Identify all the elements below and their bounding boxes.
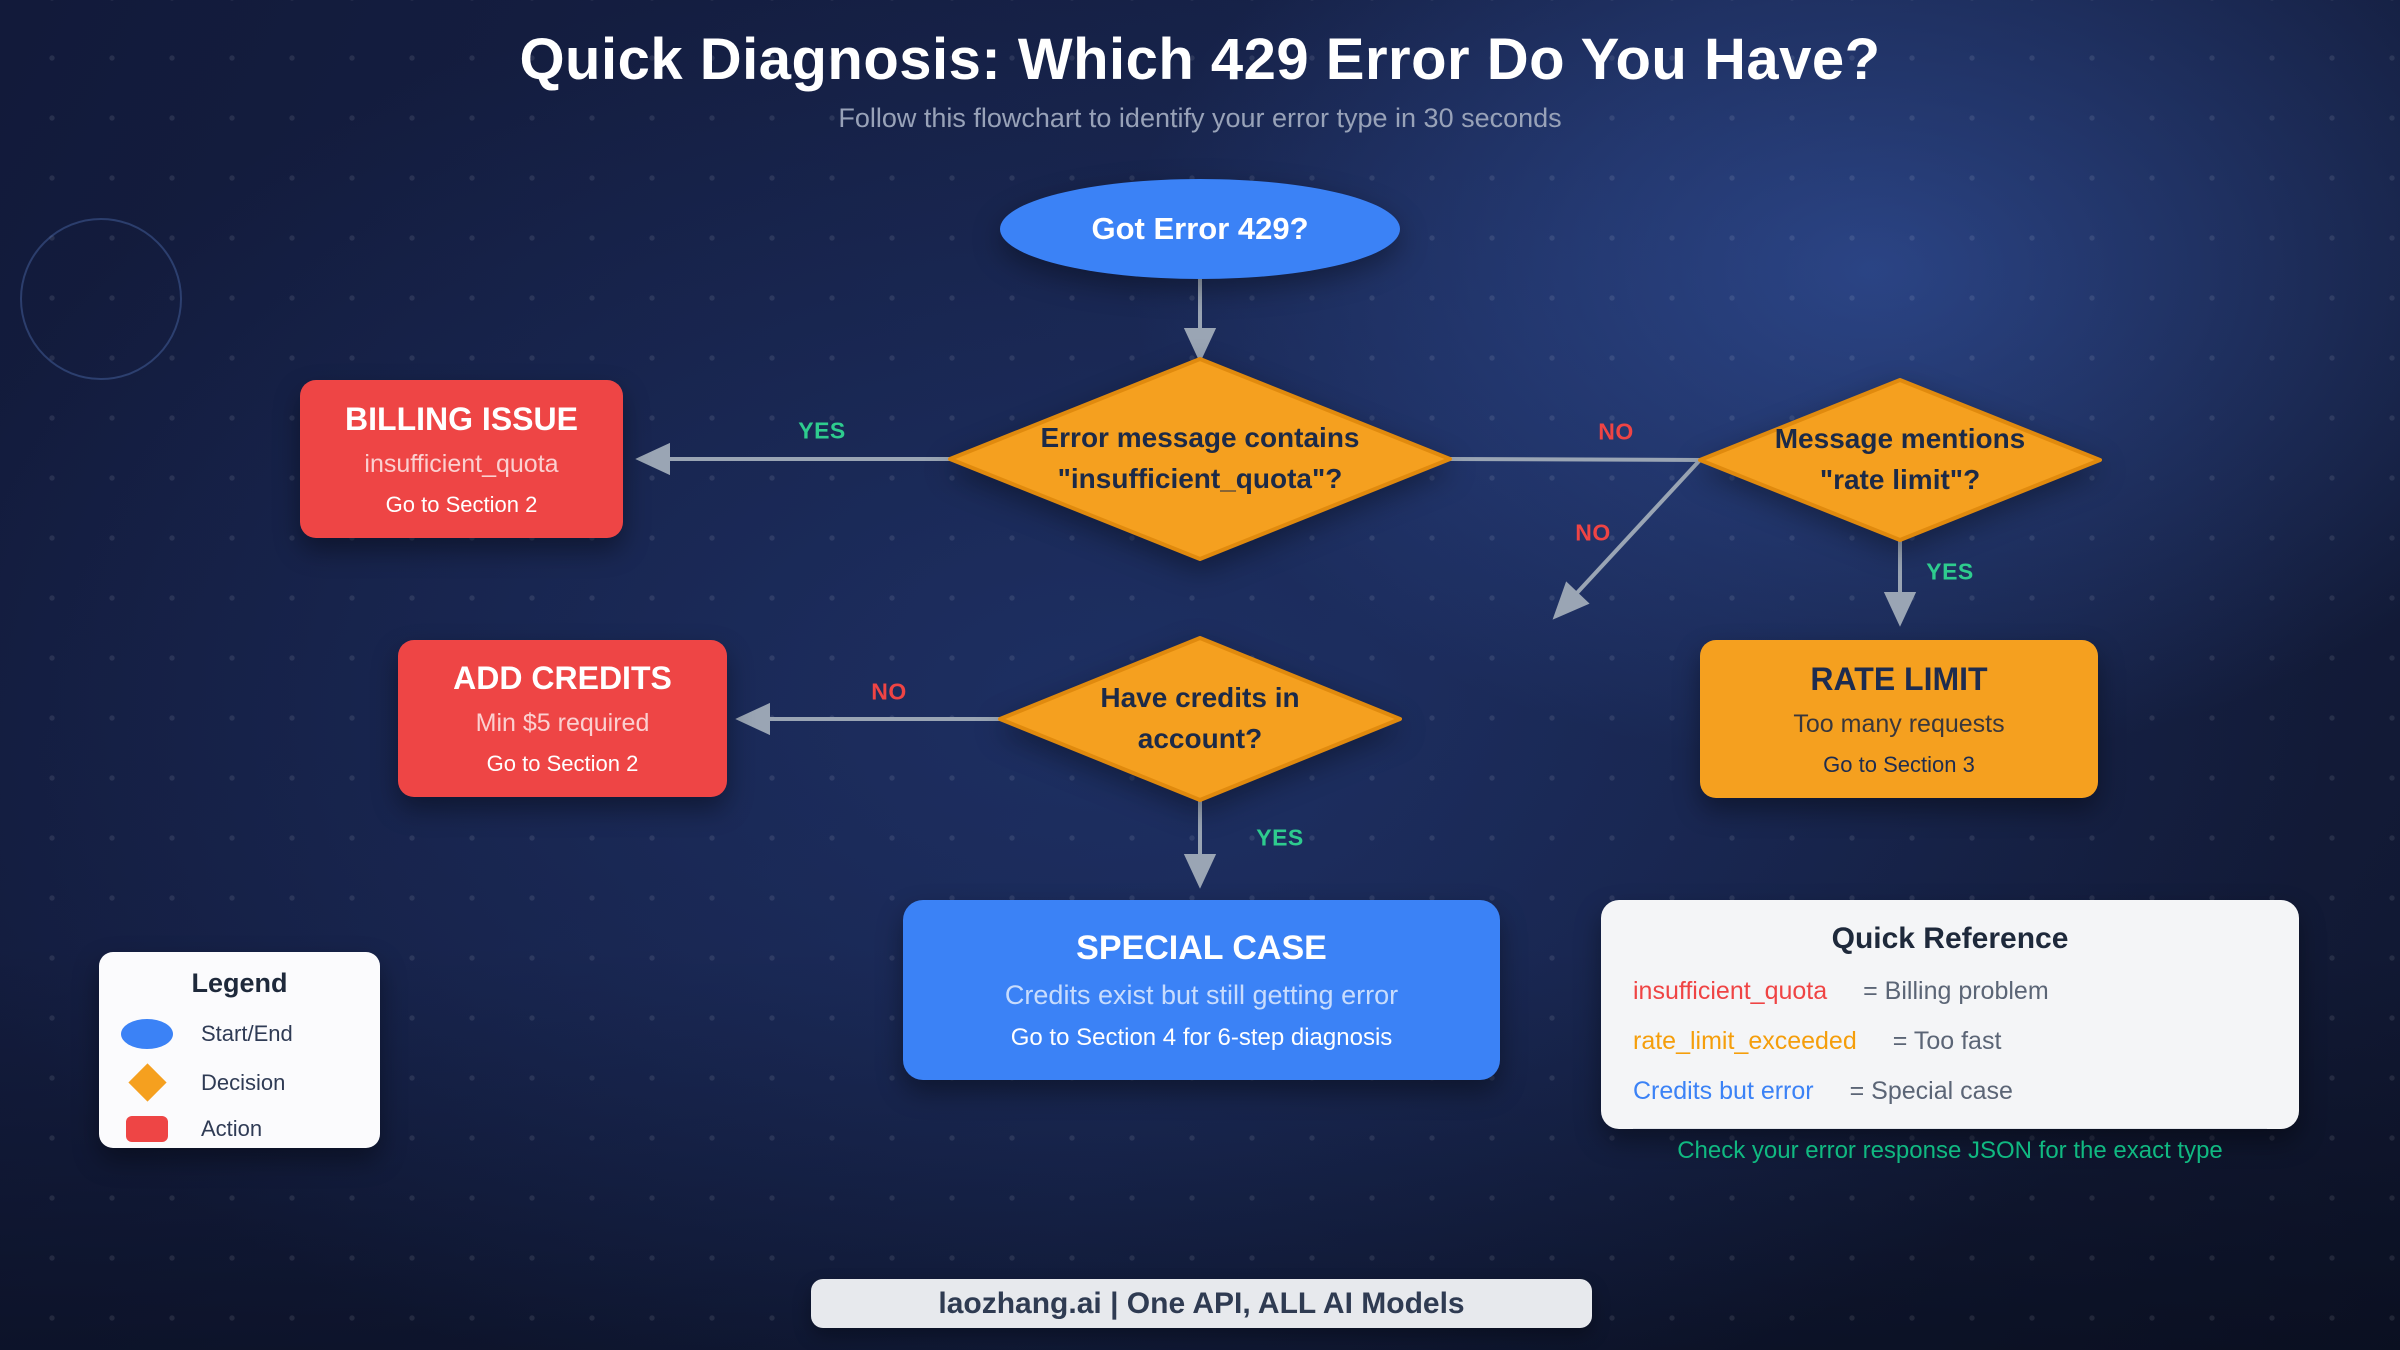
arrowhead-diagonal-icon: [1552, 581, 1590, 620]
legend-item-action: Action: [121, 1116, 358, 1142]
quick-reference-row: insufficient_quota = Billing problem: [1633, 977, 2267, 1006]
quick-reference-note: Check your error response JSON for the e…: [1677, 1137, 2223, 1164]
legend-label: Start/End: [201, 1021, 293, 1046]
rate-limit-subtitle: Too many requests: [1793, 709, 2005, 738]
start-end-ellipse-icon: [121, 1019, 173, 1049]
arrowhead-down-icon: [1183, 328, 1217, 363]
special-case-box: SPECIAL CASE Credits exist but still get…: [903, 900, 1500, 1080]
legend-item-decision: Decision: [121, 1063, 358, 1102]
edge-label-yes-ratelimit: YES: [1926, 558, 1974, 585]
arrowhead-down-icon: [1883, 592, 1917, 627]
page-subtitle: Follow this flowchart to identify your e…: [838, 103, 1562, 133]
error-type-term: rate_limit_exceeded: [1633, 1027, 1857, 1055]
legend-label: Action: [201, 1116, 263, 1141]
legend-item-start-end: Start/End: [121, 1019, 358, 1049]
billing-issue-title: BILLING ISSUE: [345, 400, 578, 437]
edge-label-yes-billing: YES: [798, 417, 846, 444]
arrowhead-left-icon: [635, 442, 670, 476]
rate-limit-action: Go to Section 3: [1823, 751, 1975, 777]
quota-decision-label: Error message contains "insufficient_quo…: [950, 359, 1450, 559]
billing-issue-action: Go to Section 2: [385, 491, 538, 517]
quota-decision-diamond: [948, 357, 1452, 561]
start-node-label-wrap: Got Error 429?: [1000, 179, 1400, 279]
add-credits-title: ADD CREDITS: [453, 660, 672, 696]
arrowhead-left-icon: [735, 702, 770, 736]
decision-diamond-icon: [127, 1063, 167, 1102]
ratelimit-decision-line2: "rate limit"?: [1819, 464, 1981, 495]
quick-reference-title: Quick Reference: [1831, 922, 2069, 955]
footer-brand-text: laozhang.ai | One API, ALL AI Models: [938, 1286, 1465, 1320]
divider: [1633, 1128, 2267, 1129]
start-ellipse: [1000, 179, 1400, 279]
action-rect-icon: [126, 1116, 168, 1142]
error-type-definition: = Billing problem: [1863, 977, 2049, 1005]
special-case-action: Go to Section 4 for 6-step diagnosis: [1010, 1023, 1393, 1051]
rate-limit-title: RATE LIMIT: [1810, 660, 1988, 697]
special-case-subtitle: Credits exist but still getting error: [1004, 979, 1399, 1010]
add-credits-subtitle: Min $5 required: [475, 709, 650, 737]
credits-decision-label: Have credits in account?: [1000, 638, 1400, 800]
arrowhead-down-icon: [1183, 854, 1217, 889]
quick-reference-row: rate_limit_exceeded = Too fast: [1633, 1027, 2267, 1056]
credits-decision-diamond: [998, 636, 1402, 802]
add-credits-box: ADD CREDITS Min $5 required Go to Sectio…: [398, 640, 727, 797]
billing-issue-subtitle: insufficient_quota: [364, 449, 559, 478]
page-title: Quick Diagnosis: Which 429 Error Do You …: [519, 27, 1881, 92]
edge-label-no-addcredits: NO: [871, 678, 907, 705]
quick-reference-row: Credits but error = Special case: [1633, 1077, 2267, 1106]
legend-panel: Legend Start/End Decision Action: [99, 952, 380, 1148]
ratelimit-decision-label: Message mentions "rate limit"?: [1700, 380, 2100, 540]
decorative-circle: [20, 218, 182, 380]
quick-reference-panel: Quick Reference insufficient_quota = Bil…: [1601, 900, 2299, 1164]
credits-decision-line1: Have credits in: [1100, 682, 1300, 714]
edge-quota-to-ratelimit-decision: [1449, 457, 1703, 462]
legend-label: Decision: [201, 1069, 286, 1095]
billing-issue-box: BILLING ISSUE insufficient_quota Go to S…: [300, 380, 623, 538]
quota-decision-line1: Error message contains: [1040, 422, 1360, 454]
edge-label-no-ratelimit-decision: NO: [1598, 418, 1634, 445]
edge-label-no-credits-decision: NO: [1575, 519, 1611, 546]
credits-decision-line2: account?: [1137, 723, 1263, 754]
error-type-term: Credits but error: [1633, 1077, 1814, 1105]
error-type-definition: = Special case: [1849, 1077, 2013, 1105]
edge-ratelimit-to-credits-decision: [1574, 458, 1702, 596]
edge-label-yes-special: YES: [1256, 824, 1304, 851]
error-type-term: insufficient_quota: [1633, 977, 1828, 1005]
rate-limit-box: RATE LIMIT Too many requests Go to Secti…: [1700, 640, 2098, 798]
quota-decision-line2: "insufficient_quota"?: [1057, 463, 1343, 494]
footer-brand-pill: laozhang.ai | One API, ALL AI Models: [811, 1279, 1592, 1328]
legend-title: Legend: [191, 968, 288, 998]
special-case-title: SPECIAL CASE: [1076, 928, 1327, 967]
error-type-definition: = Too fast: [1892, 1027, 2002, 1055]
add-credits-action: Go to Section 2: [486, 751, 639, 776]
ratelimit-decision-diamond: [1698, 378, 2102, 542]
ratelimit-decision-line1: Message mentions: [1774, 423, 2026, 455]
start-node-label: Got Error 429?: [1091, 211, 1309, 246]
